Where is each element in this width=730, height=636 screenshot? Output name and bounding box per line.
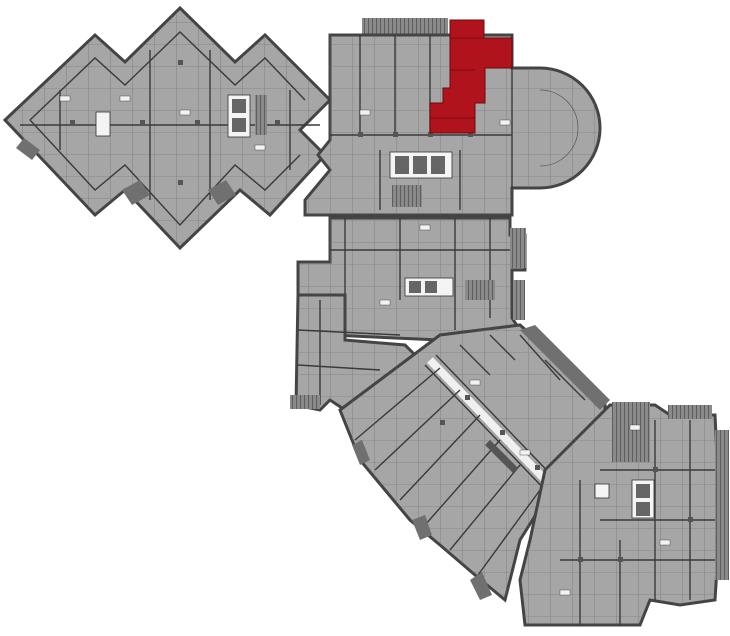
highlighted-apartment[interactable] [429,19,513,134]
stairwell-central [465,280,495,300]
southeast-wing [518,402,729,627]
stairwell-north [392,185,422,207]
stairwell-west [255,95,267,135]
diagonal-wing [338,323,610,603]
stairwell-southeast [612,402,650,462]
west-wing [2,5,333,251]
room-labels [59,95,671,596]
north-balcony [362,18,448,34]
